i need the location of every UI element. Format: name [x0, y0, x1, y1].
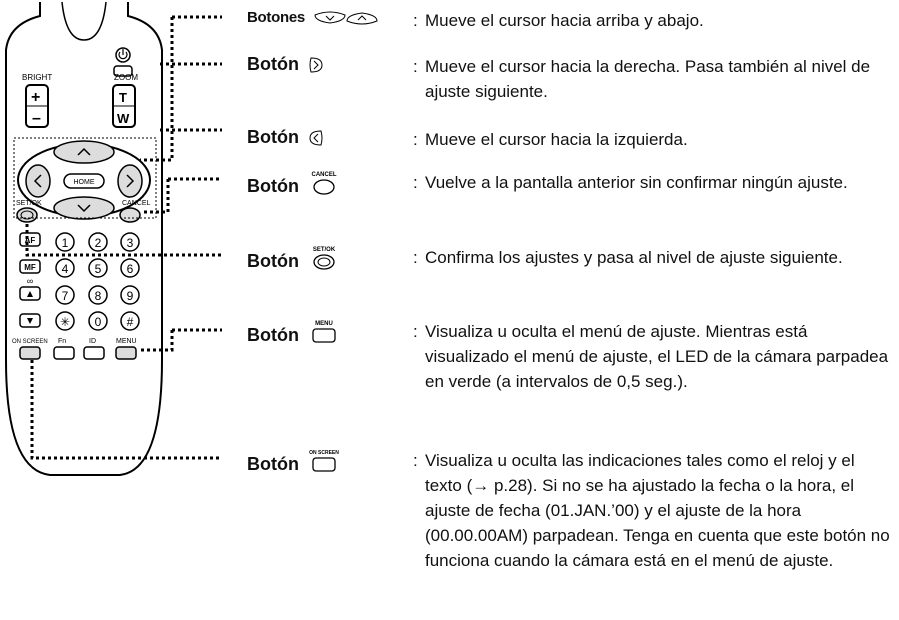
- id-label: ID: [89, 338, 96, 345]
- entry-colon: :: [413, 130, 418, 149]
- icon-caption: ON SCREEN: [309, 450, 339, 456]
- entry-description: Confirma los ajustes y pasa al nivel de …: [425, 248, 843, 267]
- menu-label: MENU: [116, 338, 137, 345]
- mf-label: MF: [24, 263, 36, 272]
- id-remote-button: [83, 346, 105, 360]
- dpad-highlight-box: [13, 137, 157, 219]
- menu-button-icon: MENU: [312, 321, 336, 343]
- dpad-down-button: [53, 196, 115, 220]
- power-button-base: [113, 65, 133, 77]
- triangle-down-icon: [27, 318, 33, 324]
- zoom-label: ZOOM: [114, 73, 138, 82]
- home-button: [63, 173, 105, 189]
- entry-colon: :: [413, 248, 418, 267]
- entry-label: Botón: [247, 251, 299, 271]
- remote-control-illustration: BRIGHT ZOOM + – T W HOME SET/OK CANCEL A…: [5, 1, 222, 476]
- entry-colon: :: [413, 451, 418, 470]
- bright-label: BRIGHT: [22, 73, 52, 82]
- key-2: 2: [95, 236, 102, 250]
- entry-colon: :: [413, 322, 418, 341]
- fn-remote-button: [53, 346, 75, 360]
- key-3: 3: [127, 236, 134, 250]
- icon-caption: SET/OK: [313, 247, 336, 253]
- entry-description: Mueve el cursor hacia la derecha. Pasa t…: [425, 57, 871, 101]
- up-button-icon: [346, 12, 378, 25]
- key-hash: #: [127, 315, 134, 329]
- entry-label: Botones: [247, 9, 305, 26]
- triangle-up-icon: [27, 291, 33, 297]
- key-1: 1: [62, 236, 69, 250]
- dpad-up-button: [53, 140, 115, 164]
- key-4: 4: [62, 262, 69, 276]
- dpad-right-button: [117, 164, 143, 198]
- cancel-button-icon: CANCEL: [312, 172, 337, 195]
- key-7: 7: [62, 289, 69, 303]
- key-0: 0: [95, 315, 102, 329]
- zoom-tele: T: [119, 90, 127, 105]
- key-9: 9: [127, 289, 134, 303]
- power-icon: [118, 49, 128, 60]
- dpad-left-button: [25, 164, 51, 198]
- down-arrow-icon: [77, 204, 91, 213]
- entry-label: Botón: [247, 325, 299, 345]
- leader-up-down: [140, 15, 222, 162]
- entry-colon: :: [413, 57, 418, 76]
- set-ok-button-icon: SET/OK: [313, 247, 336, 270]
- down-button-icon: [314, 11, 346, 24]
- home-label: HOME: [74, 179, 95, 186]
- entry-label: Botón: [247, 454, 299, 474]
- key-5: 5: [95, 262, 102, 276]
- cancel-label: CANCEL: [122, 200, 151, 207]
- bright-plus: +: [31, 89, 40, 106]
- set-ok-remote-button: [16, 207, 38, 223]
- entry-description: Mueve el cursor hacia la izquierda.: [425, 130, 688, 149]
- up-arrow-icon: [77, 147, 91, 156]
- bright-minus: –: [32, 110, 41, 127]
- key-star: ✳: [60, 315, 70, 329]
- ir-window: [61, 1, 107, 41]
- on-screen-button-icon: ON SCREEN: [309, 450, 339, 472]
- number-keys: 1 2 3 4 5 6 7 8 9 ✳ 0 #: [55, 232, 140, 331]
- icon-caption: CANCEL: [312, 172, 337, 178]
- infinity-label: ∞: [27, 276, 33, 286]
- right-arrow-icon: [126, 174, 135, 188]
- entry-label: Botón: [247, 127, 299, 147]
- cancel-remote-button: [119, 207, 141, 223]
- leader-on-screen: [30, 360, 222, 460]
- entry-label: Botón: [247, 176, 299, 196]
- leader-lines: [25, 15, 222, 460]
- entry-description: Visualiza u oculta el menú de ajuste. Mi…: [425, 322, 889, 391]
- af-label: AF: [25, 236, 36, 245]
- mf-button: [19, 259, 41, 274]
- fn-label: Fn: [58, 338, 66, 345]
- entry-colon: :: [413, 173, 418, 192]
- key-6: 6: [127, 262, 134, 276]
- icon-caption: MENU: [315, 321, 333, 327]
- zoom-wide: W: [117, 111, 130, 126]
- set-ok-label: SET/OK: [16, 200, 42, 207]
- leader-set-ok: [25, 224, 222, 257]
- right-arrow-button-icon: [309, 57, 323, 73]
- left-arrow-button-icon: [309, 130, 323, 146]
- entry-colon: :: [413, 11, 418, 30]
- on-screen-label: ON SCREEN: [12, 339, 48, 345]
- entry-description: Visualiza u oculta las indicaciones tale…: [425, 451, 890, 570]
- menu-remote-button: [115, 346, 137, 360]
- leader-cancel: [142, 177, 222, 214]
- entry-description: Mueve el cursor hacia arriba y abajo.: [425, 11, 704, 30]
- leader-menu: [138, 328, 222, 352]
- on-screen-remote-button: [19, 346, 41, 360]
- entry-label: Botón: [247, 54, 299, 74]
- left-arrow-icon: [33, 174, 42, 188]
- key-8: 8: [95, 289, 102, 303]
- entry-description: Vuelve a la pantalla anterior sin confir…: [425, 173, 848, 192]
- af-button: [19, 232, 41, 247]
